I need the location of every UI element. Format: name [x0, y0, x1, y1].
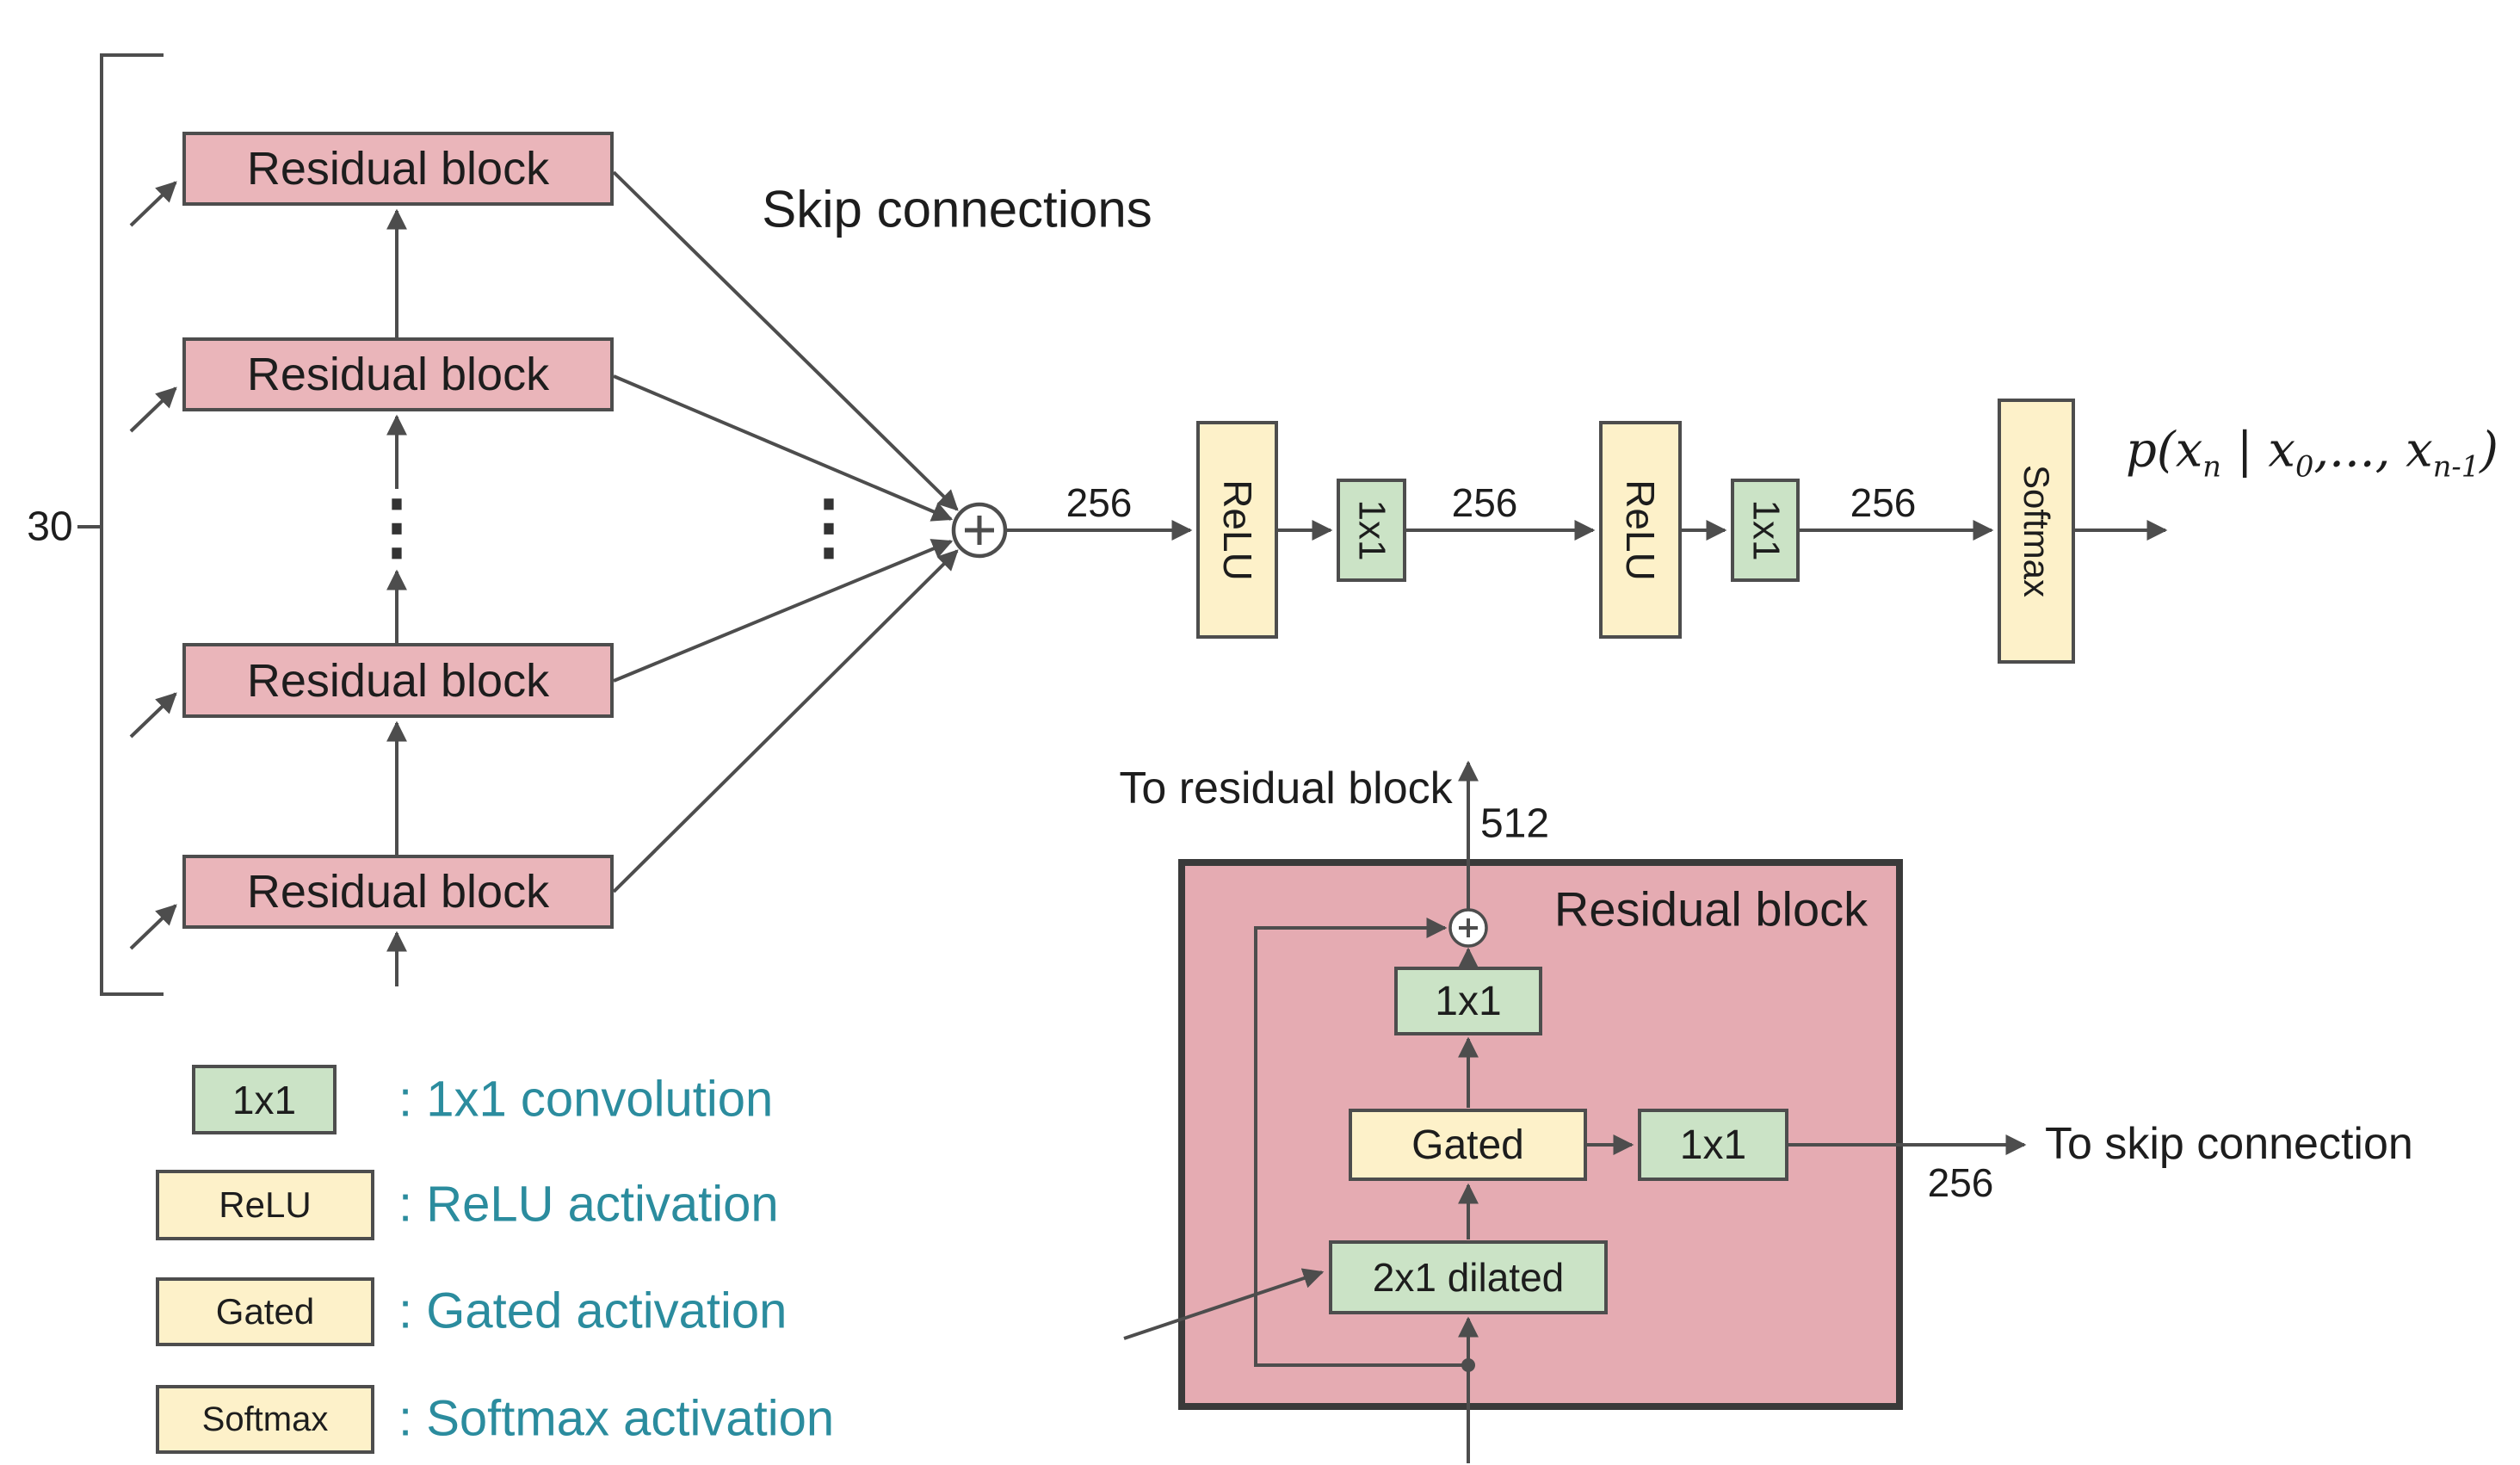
formula-part: | x — [2220, 422, 2295, 479]
plus-icon — [965, 516, 994, 545]
legend-box-softmax: Softmax — [156, 1385, 374, 1454]
dim-label-256-3: 256 — [1850, 480, 1917, 525]
residual-block-label: Residual block — [246, 349, 550, 400]
residual-block-3: Residual block — [182, 643, 614, 718]
dilated-conv-label: 2x1 dilated — [1372, 1255, 1565, 1300]
detail-conv-1x1-top: 1x1 — [1394, 967, 1542, 1035]
legend-desc-relu: : ReLU activation — [398, 1176, 779, 1233]
detail-gated-box: Gated — [1349, 1109, 1587, 1181]
legend-desc-softmax: : Softmax activation — [398, 1390, 835, 1447]
detail-wires — [1123, 760, 2027, 1463]
to-residual-label: To residual block — [1119, 763, 1453, 813]
relu-label: ReLU — [1618, 479, 1664, 581]
dim-256-skip-label: 256 — [1927, 1160, 1994, 1205]
legend-box-gated: Gated — [156, 1277, 374, 1346]
detail-sum-node — [1448, 908, 1488, 948]
stack-count-label: 30 — [27, 504, 73, 550]
legend-box-label: 1x1 — [232, 1077, 297, 1122]
legend-box-label: Gated — [215, 1291, 315, 1332]
detail-title: Residual block — [1553, 881, 1868, 936]
skip-connection-arrows — [612, 170, 959, 893]
residual-block-label: Residual block — [246, 866, 550, 918]
residual-block-1: Residual block — [182, 132, 614, 206]
relu-box-2: ReLU — [1599, 421, 1682, 639]
relu-box-1: ReLU — [1196, 421, 1278, 639]
legend-box-1x1: 1x1 — [192, 1065, 337, 1134]
junction-dot — [1461, 1358, 1475, 1372]
plus-icon — [1459, 918, 1478, 937]
detail-dilated-conv-box: 2x1 dilated — [1329, 1240, 1608, 1314]
legend-desc-gated: : Gated activation — [398, 1283, 788, 1339]
conv-1x1-label: 1x1 — [1435, 978, 1502, 1024]
block-input-arrows — [129, 181, 177, 950]
legend-box-relu: ReLU — [156, 1170, 374, 1240]
conv-1x1-label: 1x1 — [1744, 499, 1787, 561]
formula-part: ,..., x — [2313, 422, 2433, 479]
formula-subscript: n — [2202, 449, 2221, 484]
gated-label: Gated — [1411, 1122, 1524, 1168]
skip-connections-label: Skip connections — [762, 180, 1152, 238]
vertical-ellipsis: ⋮ — [361, 485, 433, 567]
output-formula: p(xn | x0,..., xn-1) — [2126, 422, 2498, 483]
formula-subscript: 0 — [2295, 449, 2314, 484]
softmax-box: Softmax — [1998, 399, 2075, 664]
stack-bracket — [77, 53, 164, 996]
dim-label-256-1: 256 — [1065, 480, 1133, 525]
formula-part: ) — [2480, 422, 2498, 479]
legend-box-label: ReLU — [219, 1184, 312, 1225]
residual-block-label: Residual block — [246, 654, 550, 707]
conv-1x1-box-1: 1x1 — [1337, 479, 1406, 582]
formula-subscript: n-1 — [2432, 449, 2480, 484]
sum-node — [951, 502, 1008, 559]
legend-desc-1x1: : 1x1 convolution — [398, 1071, 774, 1128]
formula-part: p(x — [2126, 422, 2203, 479]
conv-1x1-label: 1x1 — [1350, 499, 1393, 561]
detail-conv-1x1-skip: 1x1 — [1638, 1109, 1788, 1181]
legend-box-label: Softmax — [201, 1400, 329, 1438]
conv-1x1-label: 1x1 — [1679, 1122, 1747, 1168]
relu-label: ReLU — [1214, 479, 1260, 581]
residual-block-2: Residual block — [182, 337, 614, 411]
residual-block-label: Residual block — [246, 143, 550, 195]
to-skip-label: To skip connection — [2045, 1119, 2413, 1169]
softmax-label: Softmax — [2017, 464, 2057, 598]
residual-block-4: Residual block — [182, 855, 614, 929]
conv-1x1-box-2: 1x1 — [1731, 479, 1800, 582]
dim-512-label: 512 — [1479, 800, 1550, 847]
vertical-ellipsis: ⋮ — [793, 485, 865, 567]
dim-label-256-2: 256 — [1451, 480, 1518, 525]
